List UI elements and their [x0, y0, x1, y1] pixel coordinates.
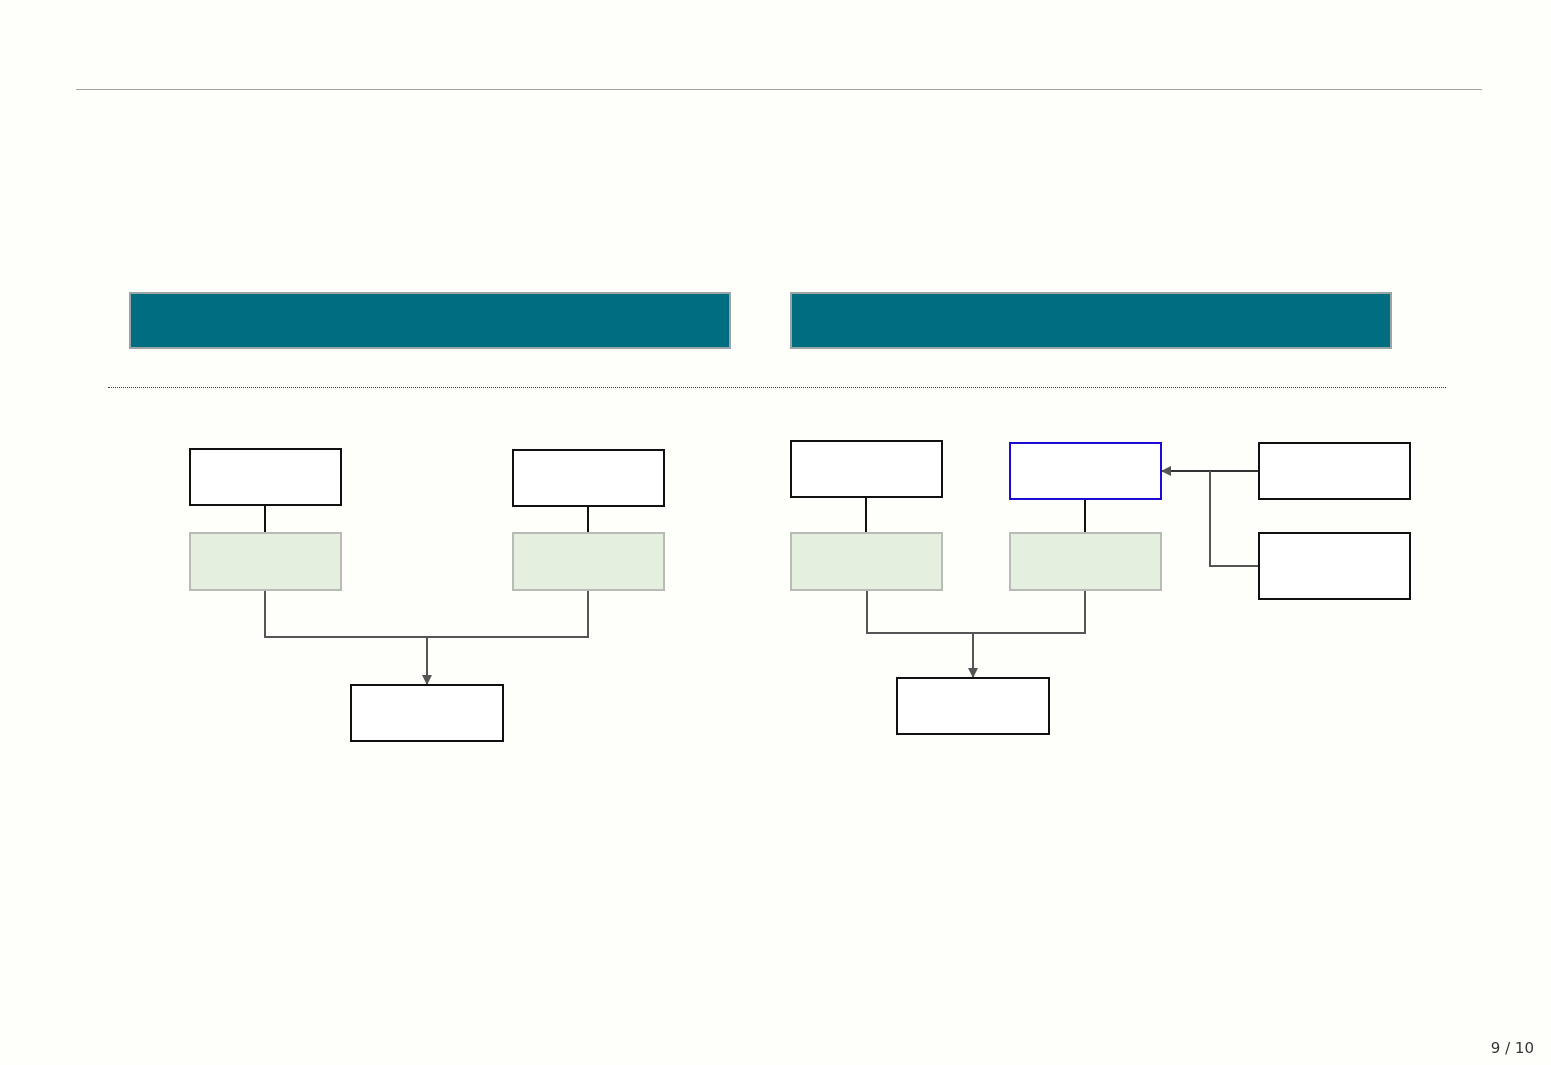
right-header-bar[interactable] — [790, 292, 1392, 349]
right-top-box-1[interactable] — [790, 440, 943, 498]
page-number: 9 / 10 — [1490, 1039, 1534, 1057]
right-green-box-2[interactable] — [1009, 532, 1162, 591]
top-divider-line — [76, 89, 1482, 90]
left-result-box[interactable] — [350, 684, 504, 742]
left-green-box-1[interactable] — [189, 532, 342, 591]
left-header-bar[interactable] — [129, 292, 731, 349]
right-result-box[interactable] — [896, 677, 1050, 735]
right-input-box-2[interactable] — [1258, 532, 1411, 600]
right-top-box-2-selected[interactable] — [1009, 442, 1162, 500]
right-green-box-1[interactable] — [790, 532, 943, 591]
left-green-box-2[interactable] — [512, 532, 665, 591]
dotted-divider-line — [108, 387, 1446, 388]
left-top-box-1[interactable] — [189, 448, 342, 506]
right-input-box-1[interactable] — [1258, 442, 1411, 500]
left-top-box-2[interactable] — [512, 449, 665, 507]
